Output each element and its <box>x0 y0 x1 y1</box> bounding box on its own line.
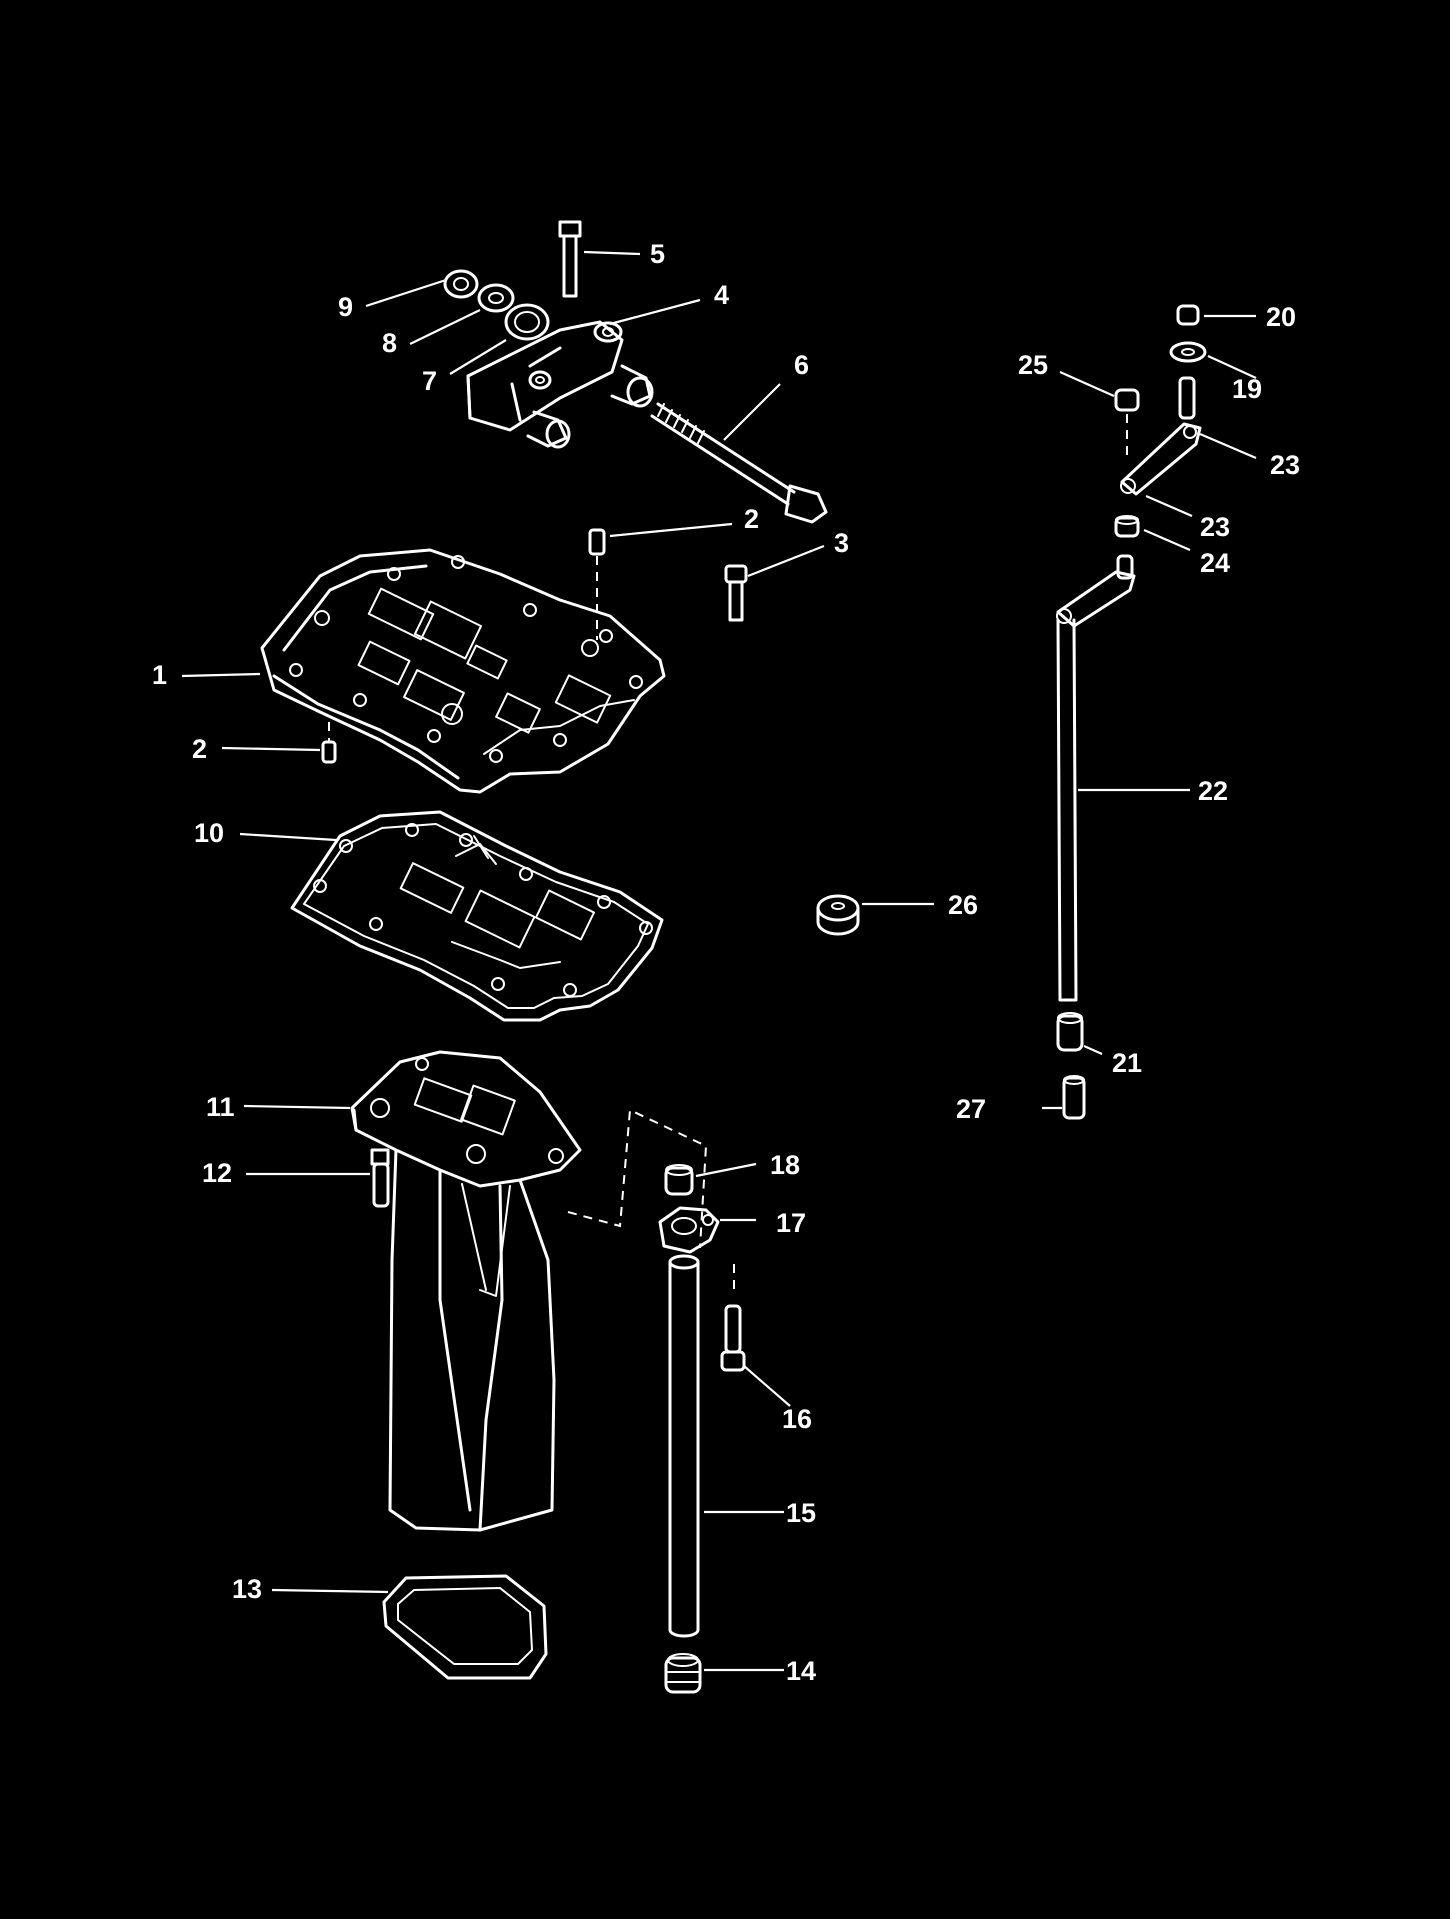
callout-9: 9 <box>338 292 353 322</box>
part-21-bushing <box>1056 1012 1084 1052</box>
callout-25: 25 <box>1018 350 1048 380</box>
part-26-grommet <box>816 894 860 936</box>
part-27-pin <box>1062 1075 1086 1120</box>
callout-26: 26 <box>948 890 978 920</box>
callout-24: 24 <box>1200 548 1230 578</box>
part-12-screw <box>370 1148 390 1208</box>
part-19-washer <box>1169 341 1207 363</box>
part-14-grommet <box>664 1653 702 1694</box>
callout-7: 7 <box>422 366 437 396</box>
part-8-washer <box>477 283 515 313</box>
callout-14: 14 <box>786 1656 816 1686</box>
part-10-gasket <box>290 810 664 1022</box>
part-20-nut <box>1176 304 1200 326</box>
callout-labels: 5 9 8 7 4 6 2 3 1 2 10 11 12 13 14 15 16… <box>152 239 1300 1686</box>
callout-5: 5 <box>650 239 665 269</box>
callout-11: 11 <box>206 1092 235 1122</box>
part-23-link-arm <box>1120 376 1202 496</box>
callout-4: 4 <box>714 280 729 310</box>
callout-10: 10 <box>194 818 224 848</box>
callout-19: 19 <box>1232 374 1262 404</box>
callout-16: 16 <box>782 1404 812 1434</box>
part-11-driveshaft-housing <box>350 1050 582 1532</box>
callout-1: 1 <box>152 660 167 690</box>
part-15-tube <box>668 1254 700 1638</box>
callout-8: 8 <box>382 328 397 358</box>
leader-lines <box>181 250 1257 1672</box>
part-25-nut <box>1114 388 1140 412</box>
part-18-bushing <box>664 1164 694 1196</box>
part-7-seal <box>504 303 550 341</box>
callout-23-lower: 23 <box>1200 512 1230 542</box>
part-2-dowel-upper <box>588 528 606 556</box>
callout-2-lower: 2 <box>192 734 207 764</box>
part-5-bolt <box>558 220 582 298</box>
callout-6: 6 <box>794 350 809 380</box>
callout-23-upper: 23 <box>1270 450 1300 480</box>
part-24-bushing <box>1114 515 1140 538</box>
part-4-bracket <box>466 320 654 449</box>
part-1-adapter-plate <box>260 548 666 794</box>
callout-22: 22 <box>1198 776 1228 806</box>
part-17-retainer <box>658 1206 720 1254</box>
callout-3: 3 <box>834 528 849 558</box>
callout-13: 13 <box>232 1574 262 1604</box>
part-9-nut <box>443 269 479 299</box>
part-16-screw <box>720 1304 746 1372</box>
callout-17: 17 <box>776 1208 806 1238</box>
callout-18: 18 <box>770 1150 800 1180</box>
callout-2-upper: 2 <box>744 504 759 534</box>
callout-20: 20 <box>1266 302 1296 332</box>
dashed-guide <box>567 1108 708 1249</box>
callout-15: 15 <box>786 1498 816 1528</box>
part-2-dowel-lower <box>321 740 337 764</box>
part-6-long-bolt <box>650 402 828 524</box>
part-22-shift-rod <box>1056 554 1136 1002</box>
callout-12: 12 <box>202 1158 232 1188</box>
part-3-screw <box>724 564 748 622</box>
callout-21: 21 <box>1112 1048 1142 1078</box>
callout-27: 27 <box>956 1094 986 1124</box>
part-13-seal <box>382 1574 548 1680</box>
